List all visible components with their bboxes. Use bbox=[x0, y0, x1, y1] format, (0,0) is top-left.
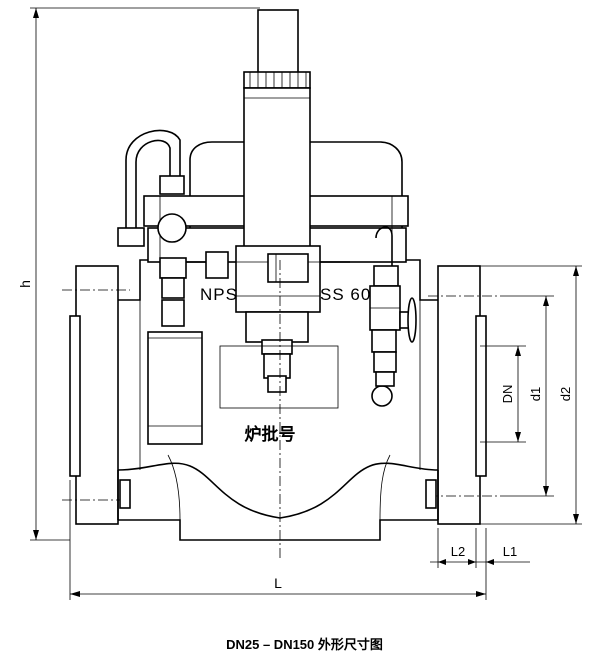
nameplate-left-text: NPS bbox=[200, 285, 238, 304]
regulator-column bbox=[235, 9, 350, 393]
dim-h-label: h bbox=[17, 280, 33, 288]
dimension-d1: d1 bbox=[500, 295, 554, 497]
nameplate: NPS SS 60 bbox=[200, 285, 371, 304]
right-pilot-fittings bbox=[369, 226, 417, 407]
dimension-d2: d2 bbox=[480, 265, 582, 525]
dim-l1-label: L1 bbox=[503, 544, 517, 559]
dimension-l: L bbox=[69, 480, 486, 600]
dim-l-label: L bbox=[274, 575, 282, 591]
handwheel-icon bbox=[407, 297, 417, 343]
drawing-caption: DN25 – DN150 外形尺寸图 bbox=[226, 637, 383, 652]
nameplate-right-text: SS 60 bbox=[320, 285, 371, 304]
dimension-h: h bbox=[17, 7, 260, 541]
dim-l2-label: L2 bbox=[451, 544, 465, 559]
dimension-l2-l1: L2 L1 bbox=[430, 528, 530, 600]
left-flange bbox=[62, 265, 130, 525]
filter-canister bbox=[147, 331, 203, 445]
right-flange bbox=[428, 265, 500, 525]
dim-d2-label: d2 bbox=[558, 387, 573, 401]
left-pilot-tubing bbox=[117, 129, 229, 327]
dim-d1-label: d1 bbox=[528, 387, 543, 401]
batch-plate: 炉批号 bbox=[219, 345, 339, 444]
dimension-dn: DN bbox=[480, 345, 526, 443]
dim-dn-label: DN bbox=[500, 385, 515, 404]
heat-batch-label: 炉批号 bbox=[245, 424, 296, 444]
